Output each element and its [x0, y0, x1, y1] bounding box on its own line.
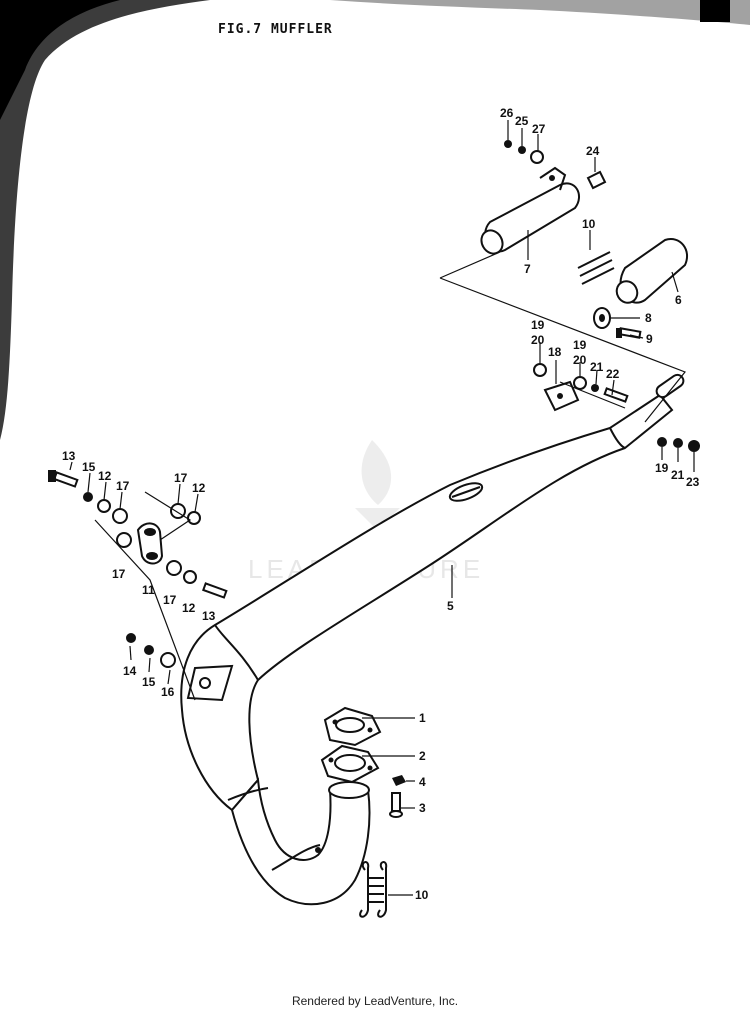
callout-25: 25 [515, 114, 529, 128]
gasket-2 [320, 744, 380, 784]
bolt-22 [603, 387, 629, 403]
callout-7: 7 [524, 262, 531, 276]
washer-12b [187, 511, 201, 525]
callout-2: 2 [419, 749, 426, 763]
callout-16: 16 [161, 685, 175, 699]
spring-10-lower [359, 861, 388, 918]
washer-21a [591, 384, 599, 392]
callout-1: 1 [419, 711, 426, 725]
bolt-13a [48, 470, 79, 488]
callout-12a: 12 [98, 469, 112, 483]
washer-21b [673, 438, 683, 448]
callout-21b: 21 [671, 468, 685, 482]
washer-20a [533, 363, 547, 377]
leader-lines [69, 120, 695, 896]
callouts: 1 2 3 4 5 6 7 8 9 10 10 11 12 12 12 13 1… [62, 106, 700, 902]
callout-11: 11 [142, 583, 155, 597]
nut-23 [688, 440, 700, 452]
callout-26: 26 [500, 106, 514, 120]
washer-15b [144, 645, 154, 655]
callout-17d: 17 [163, 593, 177, 607]
callout-13b: 13 [202, 609, 216, 623]
callout-22: 22 [606, 367, 620, 381]
callout-19c: 19 [655, 461, 669, 475]
grommet-8 [593, 307, 611, 329]
rubber-17d [166, 560, 182, 576]
callout-23: 23 [686, 475, 700, 489]
callout-10-lower: 10 [415, 888, 429, 902]
callout-15b: 15 [142, 675, 156, 689]
bolt-26 [504, 140, 512, 148]
washer-15a [83, 492, 93, 502]
bracket-18 [543, 380, 580, 412]
washer-12a [97, 499, 111, 513]
silencer-cap-6 [615, 238, 688, 304]
washer-20b [573, 376, 587, 390]
rubber-17c [116, 532, 132, 548]
footer-credit: Rendered by LeadVenture, Inc. [291, 994, 459, 1008]
scan-noise-border [0, 0, 750, 440]
bolt-24 [586, 170, 607, 190]
callout-21a: 21 [590, 360, 604, 374]
callout-17c: 17 [112, 567, 126, 581]
gasket-1 [323, 706, 382, 747]
callout-14: 14 [123, 664, 137, 678]
bolt-9 [616, 327, 642, 339]
callout-17b: 17 [174, 471, 188, 485]
callout-6: 6 [675, 293, 682, 307]
washer-25 [518, 146, 526, 154]
callout-19a: 19 [531, 318, 545, 332]
callout-8: 8 [645, 311, 652, 325]
callout-27: 27 [532, 122, 546, 136]
washer-12c [183, 570, 197, 584]
callout-15a: 15 [82, 460, 96, 474]
callout-12b: 12 [192, 481, 206, 495]
nut-14 [126, 633, 136, 643]
washer-16 [160, 652, 176, 668]
rubber-17a [112, 508, 128, 524]
bolt-3 [389, 792, 403, 818]
washer-27 [530, 150, 544, 164]
washer-19c [657, 437, 667, 447]
callout-17a: 17 [116, 479, 130, 493]
callout-10-upper: 10 [582, 217, 596, 231]
callout-12c: 12 [182, 601, 196, 615]
callout-4: 4 [419, 775, 426, 789]
callout-20b: 20 [573, 353, 587, 367]
exhaust-pipe [180, 373, 685, 906]
callout-20a: 20 [531, 333, 545, 347]
callout-18: 18 [548, 345, 562, 359]
damper-11 [136, 522, 164, 565]
callout-24: 24 [586, 144, 600, 158]
figure-title: FIG.7 MUFFLER [218, 22, 333, 37]
callout-5: 5 [447, 599, 454, 613]
callout-3: 3 [419, 801, 426, 815]
callout-19b: 19 [573, 338, 587, 352]
bolt-13b [202, 582, 228, 599]
callout-13a: 13 [62, 449, 76, 463]
nut-4 [392, 775, 406, 786]
spring-10-upper [577, 251, 615, 285]
callout-9: 9 [646, 332, 653, 346]
